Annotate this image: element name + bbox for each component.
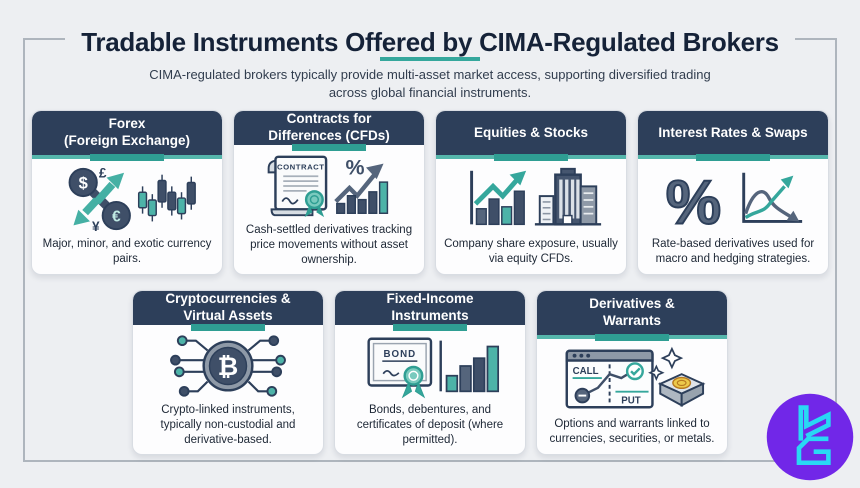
card-forex: Forex (Foreign Exchange) $ € £ ¥: [31, 110, 223, 275]
card-crypto-body: ₿ Crypto-linked instruments, typically n…: [133, 325, 323, 454]
card-interest-rates-description: Rate-based derivatives used for macro an…: [651, 238, 815, 266]
currency-exchange-candlestick-icon: $ € £ ¥: [68, 166, 196, 234]
card-forex-title: Forex (Foreign Exchange): [63, 116, 190, 149]
teal-divider: [436, 154, 626, 162]
euro-symbol: €: [112, 209, 121, 226]
title-underline: [380, 57, 480, 61]
page-subtitle: CIMA-regulated brokers typically provide…: [149, 67, 711, 101]
card-derivatives-description: Options and warrants linked to currencie…: [549, 418, 715, 446]
dollar-symbol: $: [79, 173, 88, 192]
put-label: PUT: [621, 395, 641, 406]
bar-chart-buildings-icon: [470, 167, 602, 226]
card-cfds-description: Cash-settled derivatives tracking price …: [245, 223, 413, 266]
cards-row-top: Forex (Foreign Exchange) $ € £ ¥: [0, 110, 860, 275]
teal-divider-tab: [393, 323, 467, 331]
teal-divider-tab: [696, 154, 770, 162]
card-fixed-income-header: Fixed-Income Instruments: [335, 291, 525, 325]
card-interest-rates-title: Interest Rates & Swaps: [658, 124, 808, 140]
card-derivatives-title: Derivatives & Warrants: [589, 296, 675, 329]
percent-symbol: %: [346, 155, 365, 179]
bond-label: BOND: [384, 349, 417, 360]
card-forex-body: $ € £ ¥ Major, minor, and exotic curr: [32, 159, 222, 274]
card-crypto-header: Cryptocurrencies & Virtual Assets: [133, 291, 323, 325]
card-fixed-income-body: BOND Bonds, debentures, and: [335, 325, 525, 454]
bitcoin-symbol: ₿: [218, 352, 239, 381]
teal-divider: [32, 154, 222, 162]
card-interest-rates-header: Interest Rates & Swaps: [638, 111, 828, 156]
card-derivatives: Derivatives & Warrants CALL PUT: [536, 290, 728, 455]
percent-symbol-large: %: [666, 168, 721, 237]
card-interest-rates: Interest Rates & Swaps % Rate-based deri…: [637, 110, 829, 275]
call-put-metal-icon: CALL PUT: [565, 346, 706, 409]
card-equities-title: Equities & Stocks: [473, 124, 589, 140]
contract-document-chart-icon: CONTRACT %: [267, 155, 389, 217]
card-equities-description: Company share exposure, usually via equi…: [444, 238, 618, 266]
card-forex-header: Forex (Foreign Exchange): [32, 111, 222, 156]
card-derivatives-header: Derivatives & Warrants: [537, 291, 727, 336]
card-crypto-title: Cryptocurrencies & Virtual Assets: [165, 291, 291, 323]
call-label: CALL: [573, 366, 599, 377]
card-cfds-title: Contracts for Differences (CFDs): [268, 111, 390, 143]
cards-row-bottom: Cryptocurrencies & Virtual Assets: [0, 290, 860, 455]
bitcoin-network-icon: ₿: [170, 335, 286, 397]
brand-logo-monogram: [796, 405, 831, 466]
pound-symbol: £: [99, 166, 107, 181]
teal-divider: [537, 334, 727, 342]
card-cfds: Contracts for Differences (CFDs) CONTRAC…: [233, 110, 425, 275]
teal-divider-tab: [191, 323, 265, 331]
card-interest-rates-body: % Rate-based derivatives used for macro …: [638, 159, 828, 274]
card-forex-description: Major, minor, and exotic currency pairs.: [42, 238, 212, 266]
yen-symbol: ¥: [92, 219, 100, 234]
brand-logo: [764, 391, 856, 483]
card-crypto: Cryptocurrencies & Virtual Assets: [132, 290, 324, 455]
percent-curves-icon: %: [665, 168, 803, 237]
card-equities-body: Company share exposure, usually via equi…: [436, 159, 626, 274]
card-fixed-income: Fixed-Income Instruments BOND: [334, 290, 526, 455]
page-title-text: Tradable Instruments Offered by CIMA-Reg…: [65, 28, 795, 57]
page-title: Tradable Instruments Offered by CIMA-Reg…: [0, 22, 860, 59]
card-derivatives-body: CALL PUT: [537, 339, 727, 454]
card-equities: Equities & Stocks: [435, 110, 627, 275]
card-cfds-header: Contracts for Differences (CFDs): [234, 111, 424, 145]
card-cfds-body: CONTRACT %: [234, 145, 424, 274]
card-crypto-description: Crypto-linked instruments, typically non…: [160, 403, 296, 446]
bond-certificate-chart-icon: BOND: [367, 337, 500, 399]
card-fixed-income-title: Fixed-Income Instruments: [386, 291, 474, 323]
card-fixed-income-description: Bonds, debentures, and certificates of d…: [356, 403, 504, 446]
teal-divider-tab: [494, 154, 568, 162]
card-equities-header: Equities & Stocks: [436, 111, 626, 156]
teal-divider-tab: [90, 154, 164, 162]
teal-divider-tab: [292, 143, 366, 151]
teal-divider-tab: [595, 334, 669, 342]
teal-divider: [638, 154, 828, 162]
contract-label: CONTRACT: [277, 162, 324, 171]
